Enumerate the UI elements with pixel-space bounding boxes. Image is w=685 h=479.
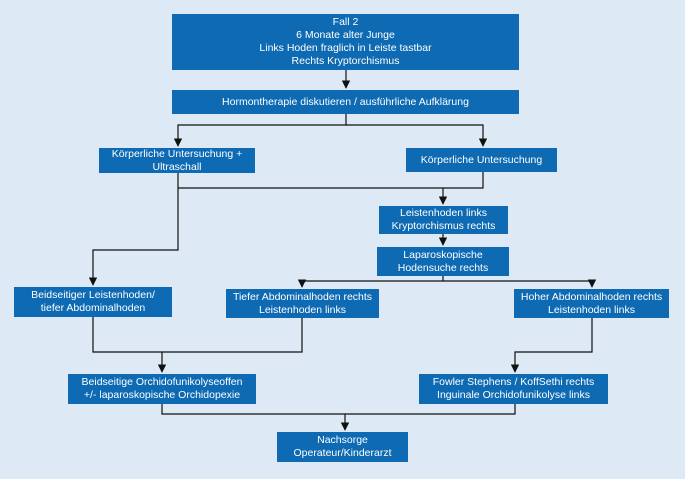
- connector-laparoscopic-split: [297, 276, 444, 288]
- node-inguinal-left: Leistenhoden links Kryptorchismus rechts: [379, 206, 508, 234]
- node-orchidofunicolysis: Beidseitige Orchidofunikolyseoffen +/- l…: [68, 374, 256, 404]
- node-high-abdominal: Hoher Abdominalhoden rechts Leistenhoden…: [514, 289, 669, 318]
- connector-bilateral-orchido: [92, 317, 303, 353]
- node-bilateral-inguinal: Beidseitiger Leistenhoden/ tiefer Abdomi…: [14, 287, 172, 317]
- connector-laparoscopic-high: [443, 279, 597, 288]
- node-aftercare: Nachsorge Operateur/Kinderarzt: [277, 432, 408, 462]
- node-fowler: Fowler Stephens / KoffSethi rechts Ingui…: [419, 374, 608, 404]
- node-hormone: Hormontherapie diskutieren / ausführlich…: [172, 90, 519, 114]
- node-case: Fall 2 6 Monate alter Junge Links Hoden …: [172, 14, 519, 70]
- connector-hormone-exam: [346, 124, 488, 147]
- connector-exam-us-bilateral: [88, 173, 179, 286]
- node-exam-ultrasound: Körperliche Untersuchung + Ultraschall: [99, 148, 255, 173]
- connector-exam-join: [178, 172, 484, 189]
- connector-high-fowler: [510, 318, 593, 373]
- node-exam: Körperliche Untersuchung: [406, 148, 557, 172]
- node-deep-abdominal: Tiefer Abdominalhoden rechts Leistenhode…: [226, 289, 379, 318]
- connector-hormone-split: [173, 114, 347, 147]
- node-laparoscopic: Laparoskopische Hodensuche rechts: [377, 247, 509, 276]
- connector-to-aftercare: [161, 404, 516, 415]
